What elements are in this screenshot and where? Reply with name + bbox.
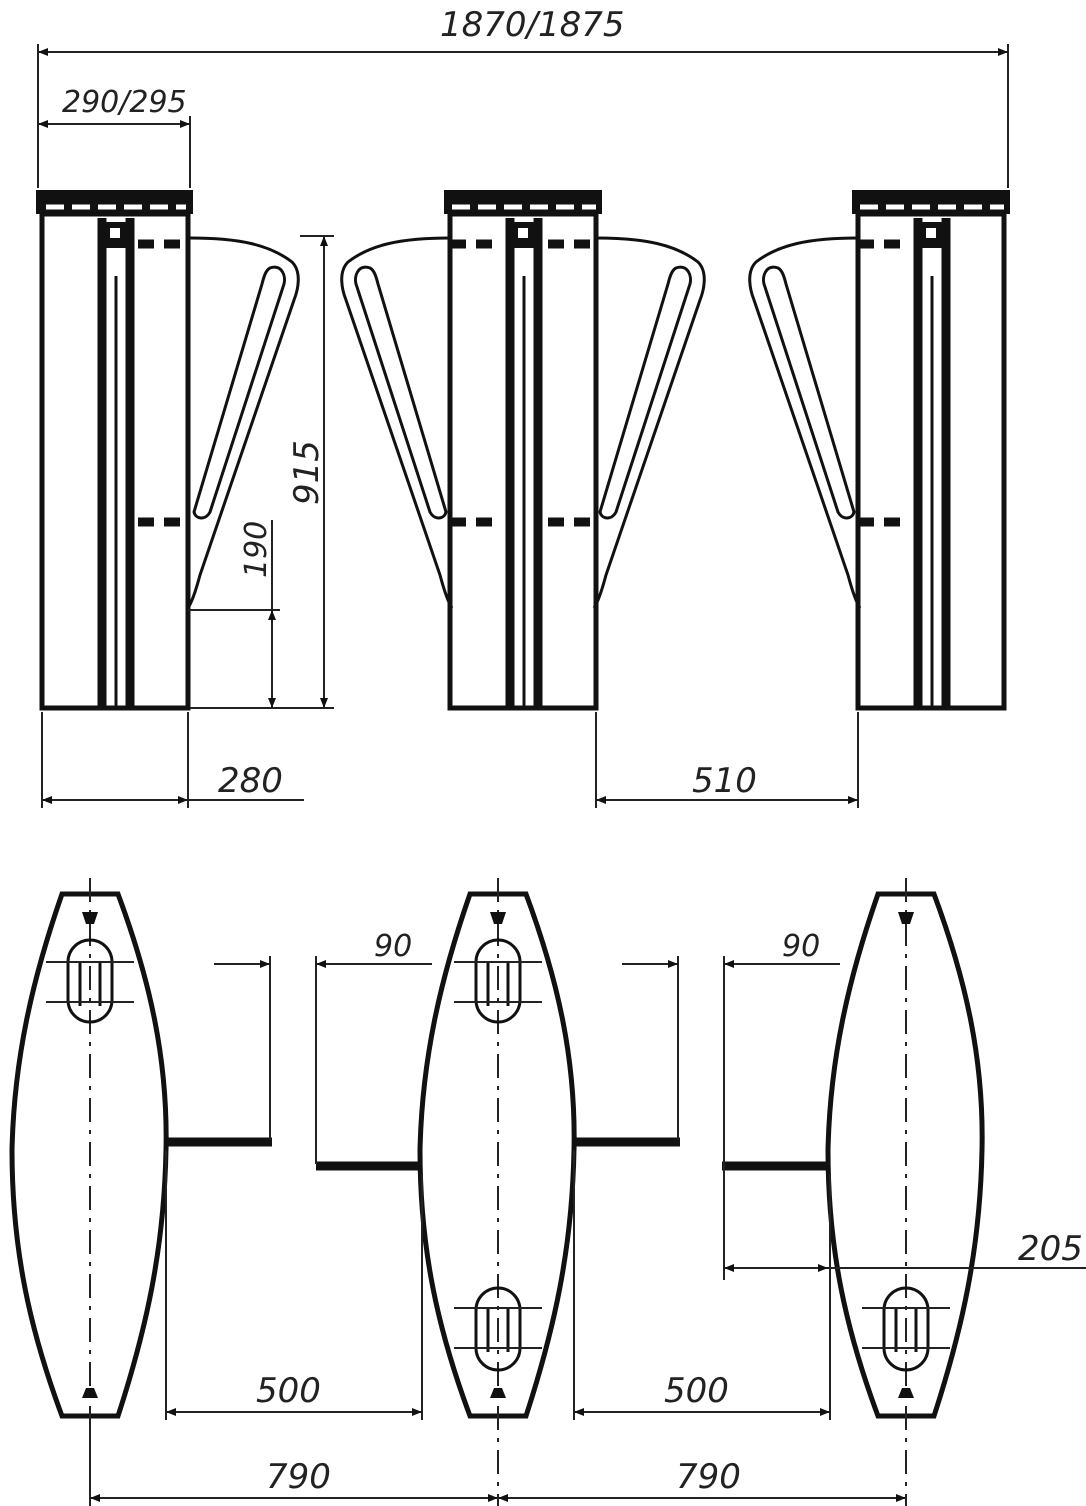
- flap-projection-dimension: 205: [724, 1229, 1086, 1272]
- flap-offset-dimension-right: 90: [622, 929, 840, 1280]
- right-plan-post: [825, 878, 985, 1506]
- flap-offset-label-right: 90: [782, 929, 820, 964]
- bottom-clearance-dimension: 190: [188, 520, 280, 708]
- flap-gap-label-left: 500: [256, 1371, 321, 1411]
- flap-gap-label-right: 500: [664, 1371, 729, 1411]
- bottom-clearance-label: 190: [239, 521, 274, 578]
- flap-offset-label-left: 90: [374, 929, 412, 964]
- passage-width-dimension: 510: [595, 712, 859, 808]
- post-width-label: 290/295: [62, 85, 187, 120]
- overall-width-label: 1870/1875: [440, 5, 625, 45]
- passage-width-label: 510: [692, 761, 757, 801]
- middle-post: [444, 190, 602, 711]
- axis-spacing-dimension-left: 790: [89, 1430, 498, 1506]
- axis-spacing-dimension-right: 790: [498, 1457, 906, 1502]
- post-width-dimension: 290/295: [38, 85, 191, 188]
- flap-gap-dimension-right: 500: [573, 1150, 831, 1420]
- middle-right-flap: [592, 236, 706, 609]
- right-flap: [748, 236, 862, 609]
- left-post: [36, 190, 193, 711]
- height-label: 915: [287, 440, 327, 505]
- axis-spacing-label-left: 790: [266, 1457, 331, 1497]
- axis-spacing-label-right: 790: [676, 1457, 741, 1497]
- middle-left-flap: [340, 236, 454, 609]
- post-depth-dimension: 280: [41, 712, 304, 808]
- overall-width-dimension: 1870/1875: [37, 5, 1009, 188]
- front-view: 1870/1875 290/295: [36, 5, 1010, 808]
- middle-plan-post: [417, 878, 577, 1506]
- right-post: [852, 190, 1010, 711]
- post-depth-label: 280: [218, 761, 283, 801]
- left-flap: [186, 236, 300, 609]
- flap-gap-dimension-left: 500: [165, 1150, 423, 1420]
- plan-view: 90 90 205 500 500: [9, 878, 1086, 1506]
- left-plan-post: [9, 878, 169, 1430]
- flap-projection-label: 205: [1018, 1229, 1083, 1269]
- height-dimension: 915: [190, 235, 334, 709]
- flap-offset-dimension-left: 90: [214, 929, 432, 1164]
